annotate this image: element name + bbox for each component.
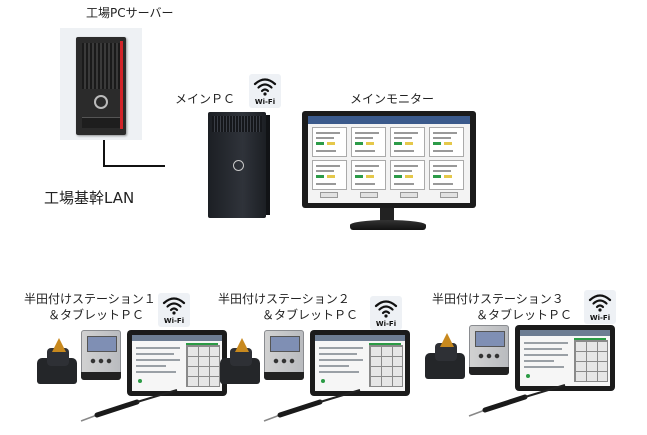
- wifi-text: Wi-Fi: [254, 98, 276, 106]
- tablet-pc-icon: [310, 330, 410, 396]
- soldering-station-3: [425, 325, 615, 430]
- wifi-icon: Wi-Fi: [584, 290, 616, 324]
- monitor-icon: [302, 111, 476, 208]
- main-monitor-label: メインモニター: [350, 92, 435, 106]
- soldering-iron-icon: [263, 389, 361, 422]
- station-2-label-line2: ＆タブレットＰＣ: [262, 308, 359, 322]
- station-1-label-line1: 半田付けステーション１: [24, 292, 156, 306]
- station-3-label-line1: 半田付けステーション３: [432, 292, 564, 306]
- desktop-tower-icon: [208, 112, 270, 218]
- tablet-pc-icon: [127, 330, 227, 396]
- soldering-station-1: [37, 330, 227, 435]
- server-label: 工場PCサーバー: [86, 6, 174, 20]
- wifi-icon: Wi-Fi: [249, 74, 281, 108]
- soldering-unit-icon: [469, 325, 509, 375]
- wifi-icon: Wi-Fi: [158, 293, 190, 327]
- tower-server-icon: [76, 37, 126, 135]
- soldering-iron-icon: [80, 389, 178, 422]
- soldering-station-2: [220, 330, 410, 435]
- tablet-pc-icon: [515, 325, 615, 391]
- main-pc-label: メインＰＣ: [175, 92, 236, 106]
- station-1-label-line2: ＆タブレットＰＣ: [48, 308, 145, 322]
- lan-connection-line: [103, 140, 165, 167]
- wifi-text: Wi-Fi: [163, 317, 185, 325]
- soldering-unit-icon: [81, 330, 121, 380]
- soldering-iron-icon: [468, 384, 566, 417]
- wifi-text: Wi-Fi: [375, 320, 397, 328]
- station-3-label-line2: ＆タブレットＰＣ: [476, 308, 573, 322]
- wifi-text: Wi-Fi: [589, 314, 611, 322]
- station-2-label-line1: 半田付けステーション２: [218, 292, 350, 306]
- soldering-unit-icon: [264, 330, 304, 380]
- wifi-icon: Wi-Fi: [370, 296, 402, 330]
- monitor-stand-neck: [380, 208, 394, 222]
- lan-label: 工場基幹LAN: [44, 189, 135, 207]
- monitor-stand-base: [350, 220, 426, 230]
- monitor-screen: [308, 116, 470, 203]
